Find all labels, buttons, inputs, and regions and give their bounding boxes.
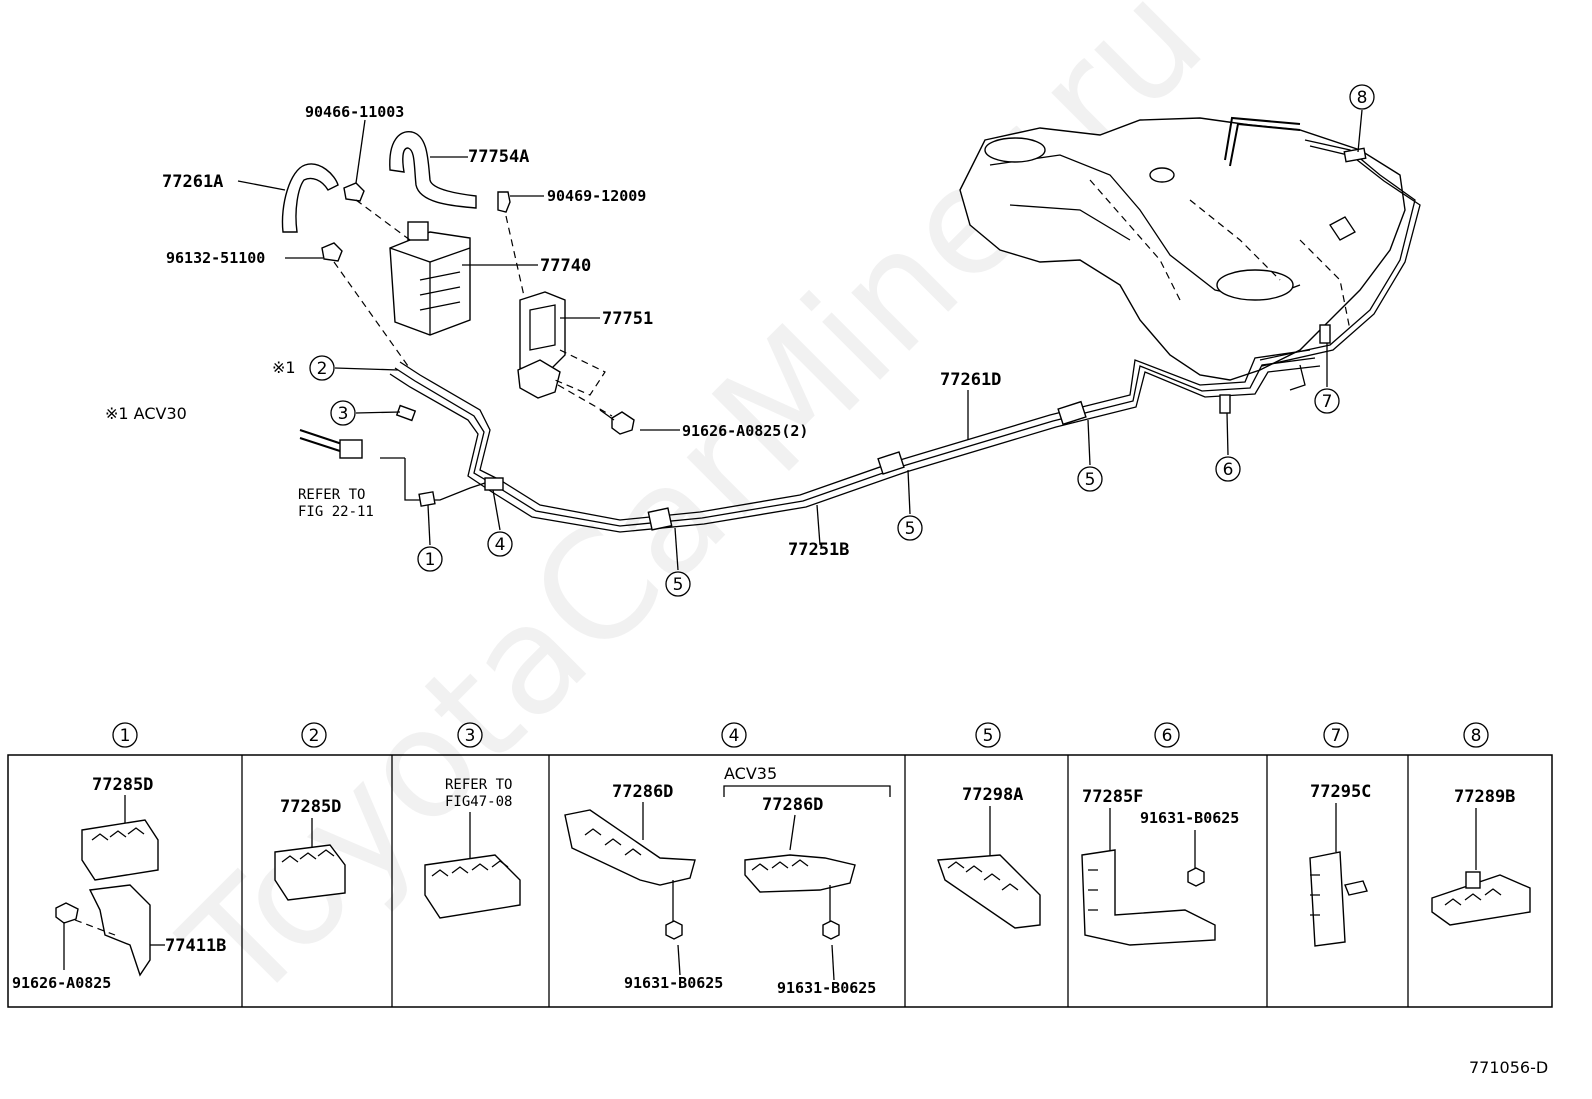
label-91626-a0825-2: 91626-A0825(2) xyxy=(682,422,808,440)
svg-text:1: 1 xyxy=(425,550,436,570)
clip-90469 xyxy=(497,191,511,213)
svg-text:5: 5 xyxy=(1085,470,1096,490)
label-96132-51100: 96132-51100 xyxy=(166,249,265,267)
svg-text:7: 7 xyxy=(1331,726,1342,746)
svg-text:1: 1 xyxy=(120,726,131,746)
connector-refer xyxy=(299,429,363,459)
svg-text:5: 5 xyxy=(673,575,684,595)
cell4-label-77286d-left: 77286D xyxy=(612,782,673,802)
cell8-label-77289b: 77289B xyxy=(1454,787,1515,807)
svg-text:7: 7 xyxy=(1322,392,1333,412)
svg-text:8: 8 xyxy=(1471,726,1482,746)
table-header-1: 1 xyxy=(112,722,138,748)
label-90466-11003: 90466-11003 xyxy=(305,103,404,121)
table-header-7: 7 xyxy=(1323,722,1349,748)
cell6-label-bolt: 91631-B0625 xyxy=(1140,809,1239,827)
svg-text:3: 3 xyxy=(465,726,476,746)
cell4-label-bolt-right: 91631-B0625 xyxy=(777,979,876,997)
svg-text:2: 2 xyxy=(317,359,328,379)
cell4-label-bolt-left: 91631-B0625 xyxy=(624,974,723,992)
cell1-label-91626-a0825: 91626-A0825 xyxy=(12,974,111,992)
refer-line2: FIG 22-11 xyxy=(298,504,374,520)
fuel-lines xyxy=(380,349,1321,533)
cell4-label-77286d-right: 77286D xyxy=(762,795,823,815)
table-header-4: 4 xyxy=(721,722,747,748)
refer-line1: REFER TO xyxy=(298,487,365,503)
label-77740: 77740 xyxy=(540,256,591,276)
clip-96132 xyxy=(321,242,343,262)
cell7-label-77295c: 77295C xyxy=(1310,782,1371,802)
tank-port xyxy=(984,137,1046,163)
callout-5a: 5 xyxy=(665,571,691,597)
cell1-label-77411b: 77411B xyxy=(165,936,226,956)
label-77251b: 77251B xyxy=(788,540,849,560)
callout-5c: 5 xyxy=(1077,466,1103,492)
svg-text:5: 5 xyxy=(905,519,916,539)
callout-8: 8 xyxy=(1349,84,1375,110)
clamp-table: 1 2 3 4 5 6 7 8 77285D 77411B 91626-A082… xyxy=(7,722,1553,1008)
table-header-5: 5 xyxy=(975,722,1001,748)
svg-text:3: 3 xyxy=(338,404,349,424)
cell3-refer1: REFER TO xyxy=(445,777,512,793)
fuel-tank xyxy=(959,117,1406,381)
bracket-77751 xyxy=(517,291,566,399)
table-header-6: 6 xyxy=(1154,722,1180,748)
svg-text:2: 2 xyxy=(309,726,320,746)
figure-code: 771056-D xyxy=(1469,1058,1548,1077)
pipe-clips xyxy=(395,147,1367,531)
note-mark: ※1 xyxy=(272,358,296,377)
svg-text:4: 4 xyxy=(495,535,506,555)
callout-1: 1 xyxy=(417,546,443,572)
charcoal-canister xyxy=(389,221,471,336)
fuel-pump-port xyxy=(1216,269,1294,301)
cell3-refer2: FIG47-08 xyxy=(445,794,512,810)
callout-7: 7 xyxy=(1314,388,1340,414)
bolt-91626 xyxy=(599,409,635,435)
svg-text:6: 6 xyxy=(1162,726,1173,746)
callout-3: 3 xyxy=(330,400,356,426)
cell1-label-77285d: 77285D xyxy=(92,775,153,795)
cell6-label-77285f: 77285F xyxy=(1082,787,1143,807)
clip-90466 xyxy=(343,182,365,202)
label-77751: 77751 xyxy=(602,309,653,329)
svg-text:4: 4 xyxy=(729,726,740,746)
cell5-label-77298a: 77298A xyxy=(962,785,1023,805)
note-acv30: ※1 ACV30 xyxy=(105,404,187,423)
table-header-8: 8 xyxy=(1463,722,1489,748)
svg-text:8: 8 xyxy=(1357,88,1368,108)
label-90469-12009: 90469-12009 xyxy=(547,187,646,205)
callout-5b: 5 xyxy=(897,515,923,541)
label-77754a: 77754A xyxy=(468,147,529,167)
table-header-3: 3 xyxy=(457,722,483,748)
hose-77754a xyxy=(389,131,477,209)
svg-text:5: 5 xyxy=(983,726,994,746)
label-77261a: 77261A xyxy=(162,172,223,192)
cell4-variant: ACV35 xyxy=(724,764,777,783)
callout-2: 2 xyxy=(309,355,335,381)
hose-77261a xyxy=(281,163,339,233)
table-header-2: 2 xyxy=(301,722,327,748)
label-77261d: 77261D xyxy=(940,370,1001,390)
cell2-label-77285d: 77285D xyxy=(280,797,341,817)
callout-6: 6 xyxy=(1215,456,1241,482)
callout-4: 4 xyxy=(487,531,513,557)
svg-text:6: 6 xyxy=(1223,460,1234,480)
